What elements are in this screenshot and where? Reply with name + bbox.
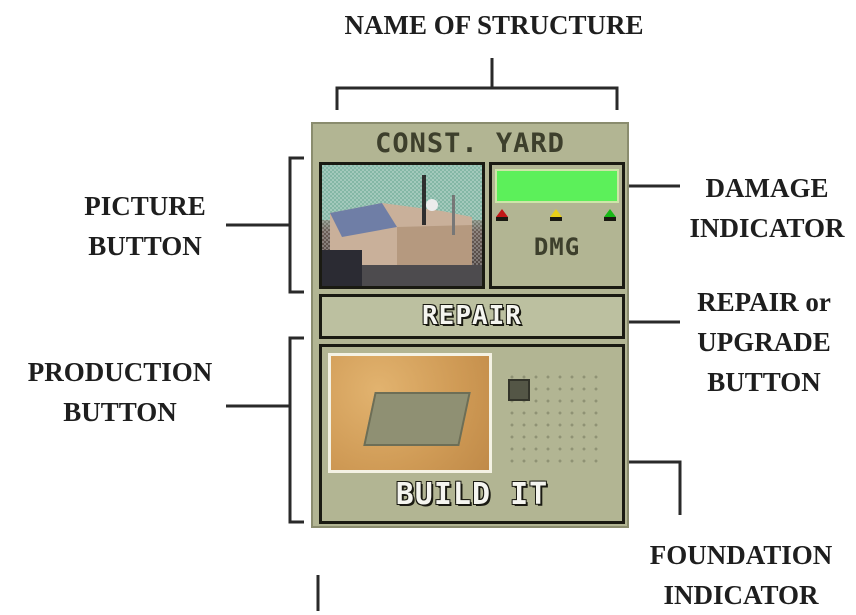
picture-button[interactable] bbox=[319, 162, 485, 289]
damage-indicator-callout-line2: INDICATOR bbox=[689, 213, 845, 243]
foundation-indicator-callout-line1: FOUNDATION bbox=[649, 540, 833, 570]
damage-indicator-callout-line1: DAMAGE bbox=[705, 173, 829, 203]
construction-yard-icon bbox=[322, 165, 482, 286]
foundation-cell bbox=[508, 379, 530, 401]
production-button-callout-line2: BUTTON bbox=[63, 397, 177, 427]
foundation-indicator-callout-line2: INDICATOR bbox=[663, 580, 819, 610]
production-button-callout-line1: PRODUCTION bbox=[27, 357, 213, 387]
concrete-slab-icon bbox=[363, 392, 471, 446]
picture-button-callout-line2: BUTTON bbox=[88, 231, 202, 261]
foundation-indicator-callout: FOUNDATION INDICATOR bbox=[626, 535, 856, 615]
red-marker-icon bbox=[496, 209, 508, 221]
picture-button-callout-line1: PICTURE bbox=[84, 191, 206, 221]
damage-indicator-callout: DAMAGE INDICATOR bbox=[678, 168, 856, 248]
repair-upgrade-callout-line1: REPAIR or bbox=[697, 287, 831, 317]
repair-upgrade-callout-line2: UPGRADE bbox=[697, 327, 831, 357]
picture-bracket bbox=[226, 156, 304, 294]
repair-button[interactable]: REPAIR bbox=[319, 294, 625, 339]
concrete-slab-thumbnail bbox=[328, 353, 492, 473]
production-button-callout: PRODUCTION BUTTON bbox=[0, 352, 240, 432]
name-of-structure-callout: NAME OF STRUCTURE bbox=[344, 10, 644, 40]
damage-indicator: DMG bbox=[489, 162, 625, 289]
structure-panel: CONST. YARD bbox=[311, 122, 629, 528]
picture-button-callout: PICTURE BUTTON bbox=[60, 186, 230, 266]
green-marker-icon bbox=[604, 209, 616, 221]
repair-upgrade-callout-line3: BUTTON bbox=[707, 367, 821, 397]
damage-label: DMG bbox=[533, 233, 581, 261]
yellow-marker-icon bbox=[550, 209, 562, 221]
name-bracket bbox=[335, 58, 619, 110]
health-bar bbox=[495, 169, 619, 203]
production-button[interactable]: BUILD IT bbox=[319, 344, 625, 524]
structure-name: CONST. YARD bbox=[375, 128, 565, 159]
repair-upgrade-callout: REPAIR or UPGRADE BUTTON bbox=[672, 282, 856, 402]
build-it-label: BUILD IT bbox=[395, 477, 549, 512]
